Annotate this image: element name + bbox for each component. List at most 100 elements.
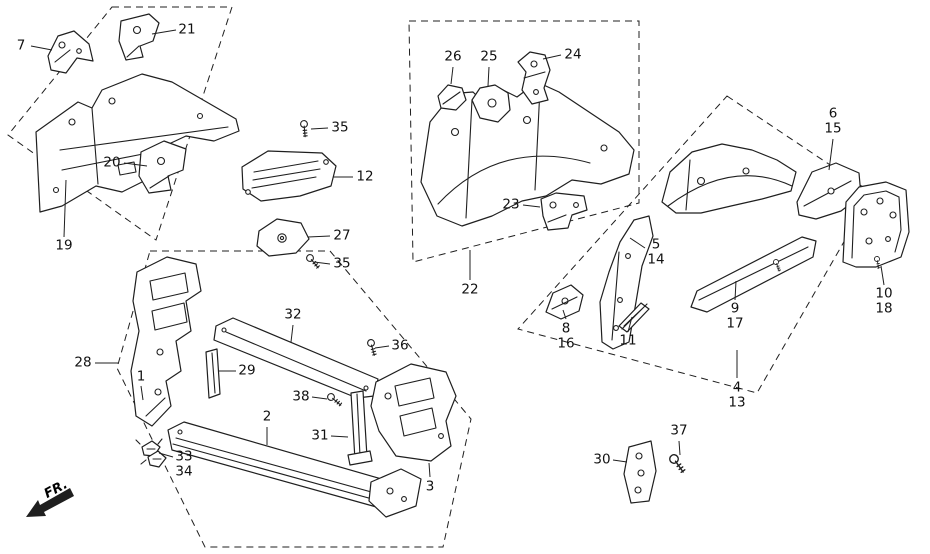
part-11-sleeve — [618, 302, 650, 333]
part-label-24: 24 — [564, 46, 582, 63]
fr-direction-arrow — [26, 488, 74, 517]
part-6-15-gusset — [796, 162, 862, 220]
part-32-upper-crossmember — [213, 317, 379, 399]
part-label-26: 26 — [444, 48, 462, 65]
part-label-5: 5 — [651, 236, 661, 253]
part-label-19: 19 — [55, 237, 73, 254]
leader-line-18 — [880, 265, 885, 286]
part-label-3: 3 — [425, 478, 435, 495]
part-label-32: 32 — [284, 306, 302, 323]
part-label-12: 12 — [356, 168, 374, 185]
part-label-27: 27 — [333, 227, 351, 244]
leader-line-35 — [313, 261, 331, 265]
leader-line-17 — [734, 280, 737, 301]
leader-line-38 — [311, 396, 328, 400]
part-label-30: 30 — [593, 451, 611, 468]
leader-line-7 — [30, 45, 53, 51]
part-label-11: 11 — [619, 332, 637, 349]
part-20-bracket — [138, 140, 187, 194]
part-label-6: 6 — [828, 105, 838, 122]
part-label-18: 18 — [875, 300, 893, 317]
assembly-box-19 — [7, 6, 233, 241]
part-3-side-panel-right — [368, 363, 457, 518]
part-label-28: 28 — [74, 354, 92, 371]
part-27-bracket — [256, 218, 310, 257]
leader-line-16 — [562, 309, 567, 320]
part-4-wheelhouse-upper — [661, 143, 797, 214]
part-12-plate — [241, 150, 337, 202]
leader-line-33 — [158, 452, 174, 458]
part-label-33: 33 — [175, 448, 193, 465]
assembly-box-4-13 — [517, 95, 873, 394]
part-label-23: 23 — [502, 196, 520, 213]
part-35-screw-lower — [305, 253, 321, 269]
part-label-13: 13 — [728, 394, 746, 411]
part-31-stay — [347, 390, 373, 466]
part-38-screw — [326, 392, 343, 408]
leader-line-37 — [678, 440, 681, 456]
part-label-29: 29 — [238, 362, 256, 379]
part-37-bolt — [667, 453, 688, 474]
part-25-bracket — [471, 84, 511, 123]
part-1-side-panel-left — [130, 256, 202, 427]
part-label-8: 8 — [561, 320, 571, 337]
assembly-boundaries — [7, 6, 873, 548]
leader-line-30 — [612, 459, 628, 463]
part-label-20: 20 — [103, 154, 121, 171]
part-label-2: 2 — [262, 408, 272, 425]
part-30-bracket — [623, 440, 657, 504]
leader-line-25 — [487, 66, 490, 87]
part-label-7: 7 — [16, 37, 26, 54]
leader-line-14 — [629, 237, 646, 249]
part-label-17: 17 — [726, 315, 744, 332]
leader-line-23 — [522, 204, 541, 208]
part-label-15: 15 — [824, 120, 842, 137]
part-label-37: 37 — [670, 422, 688, 439]
part-label-35: 35 — [331, 119, 349, 136]
part-label-38: 38 — [292, 388, 310, 405]
part-35-screw-upper — [294, 118, 315, 139]
part-19-fender-apron — [35, 73, 240, 213]
part-label-16: 16 — [557, 335, 575, 352]
part-23-bracket — [540, 192, 588, 231]
leader-line-19 — [63, 179, 67, 238]
part-label-34: 34 — [175, 463, 193, 480]
part-label-22: 22 — [461, 281, 479, 298]
leader-lines — [30, 29, 885, 478]
part-7-bracket — [47, 30, 94, 74]
leader-line-20 — [123, 162, 148, 167]
assembly-box-22 — [408, 20, 640, 263]
part-label-31: 31 — [311, 427, 329, 444]
assembly-box-1-2-3 — [116, 250, 472, 548]
part-label-10: 10 — [875, 285, 893, 302]
part-label-25: 25 — [480, 48, 498, 65]
part-label-1: 1 — [136, 368, 146, 385]
part-label-21: 21 — [178, 21, 196, 38]
leader-line-35 — [310, 127, 329, 130]
leader-line-27 — [307, 235, 331, 238]
part-label-4: 4 — [732, 379, 742, 396]
leader-line-3 — [428, 462, 431, 478]
part-5-14-side-panel — [599, 215, 654, 350]
part-10-18-panel — [842, 181, 910, 270]
leader-line-1 — [140, 385, 144, 401]
part-label-35: 35 — [333, 255, 351, 272]
part-label-36: 36 — [391, 337, 409, 354]
part-9-17-rail — [690, 236, 817, 313]
part-22-wheelhouse — [420, 81, 635, 227]
part-24-bracket — [517, 51, 551, 105]
leader-line-32 — [290, 324, 294, 343]
part-33-34-clips — [135, 438, 167, 468]
leader-line-11 — [627, 316, 633, 333]
part-26-bracket — [437, 84, 467, 111]
part-8-16-bracket — [545, 284, 584, 320]
part-21-bracket — [118, 13, 160, 61]
leader-line-21 — [151, 29, 177, 35]
leader-line-15 — [828, 138, 834, 171]
part-29-stay — [205, 348, 221, 399]
leader-line-24 — [542, 54, 562, 60]
part-label-9: 9 — [730, 300, 740, 317]
leader-line-36 — [374, 345, 390, 349]
